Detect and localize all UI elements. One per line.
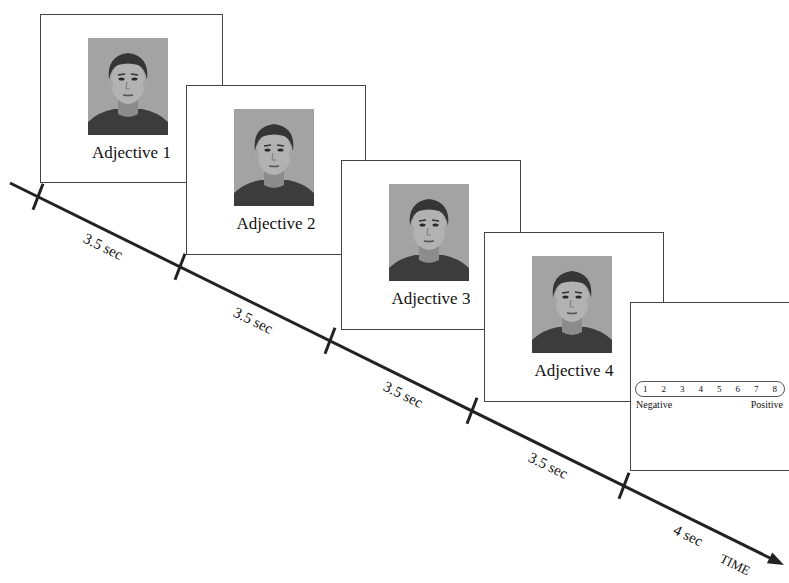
scale-anchor-label: Negative: [636, 399, 672, 410]
duration-label: 4 sec: [671, 522, 706, 551]
scale-number: 8: [773, 384, 778, 394]
scale-number: 5: [717, 384, 722, 394]
scale-number: 7: [754, 384, 759, 394]
scale-number: 2: [662, 384, 667, 394]
time-arrowhead: [767, 553, 784, 566]
tick-mark: [175, 254, 185, 280]
scale-number: 4: [699, 384, 704, 394]
tick-mark: [33, 184, 43, 210]
scale-number: 3: [680, 384, 685, 394]
face-photo: [389, 184, 469, 281]
rating-screen: Negative Positive 1 2 3 4 5 6 7 8: [630, 302, 789, 471]
scale-anchor-label: Positive: [751, 399, 783, 410]
face-photo: [88, 38, 168, 135]
duration-label: 3.5 sec: [526, 449, 571, 483]
face-photo: [532, 256, 612, 353]
rating-scale: 1 2 3 4 5 6 7 8: [635, 381, 785, 397]
adjective-text: Adjective 2: [187, 214, 365, 234]
axis-label: TIME: [717, 551, 753, 579]
scale-number: 1: [643, 384, 648, 394]
tick-mark: [325, 328, 335, 354]
face-photo: [234, 109, 314, 206]
tick-mark: [619, 473, 629, 499]
stimulus-screen: Adjective 2: [186, 85, 366, 255]
scale-number: 6: [736, 384, 741, 394]
tick-mark: [467, 398, 477, 424]
